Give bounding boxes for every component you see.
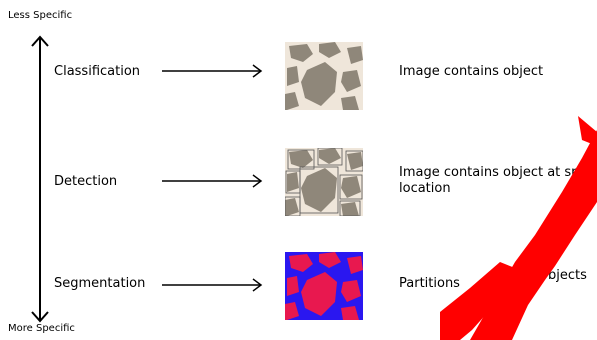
specificity-axis-arrow-icon [31, 35, 49, 323]
detection-description-line-1: Image contains object at sp [399, 165, 580, 180]
segmentation-image [285, 252, 363, 320]
detection-image [285, 148, 363, 216]
row-label-detection: Detection [54, 174, 118, 189]
classification-image [285, 42, 363, 110]
segmentation-description: Partitions [399, 276, 460, 291]
classification-right-arrow-icon [162, 64, 263, 78]
detection-description-line-2: location [399, 181, 451, 196]
axis-bottom-label: More Specific [8, 323, 75, 334]
row-label-classification: Classification [54, 64, 141, 79]
segmentation-right-arrow-icon [162, 278, 263, 292]
row-label-segmentation: Segmentation [54, 276, 146, 291]
classification-description: Image contains object [399, 64, 544, 79]
axis-top-label: Less Specific [8, 10, 73, 21]
segmentation-description-tail: bjects [548, 268, 587, 283]
detection-right-arrow-icon [162, 174, 263, 188]
